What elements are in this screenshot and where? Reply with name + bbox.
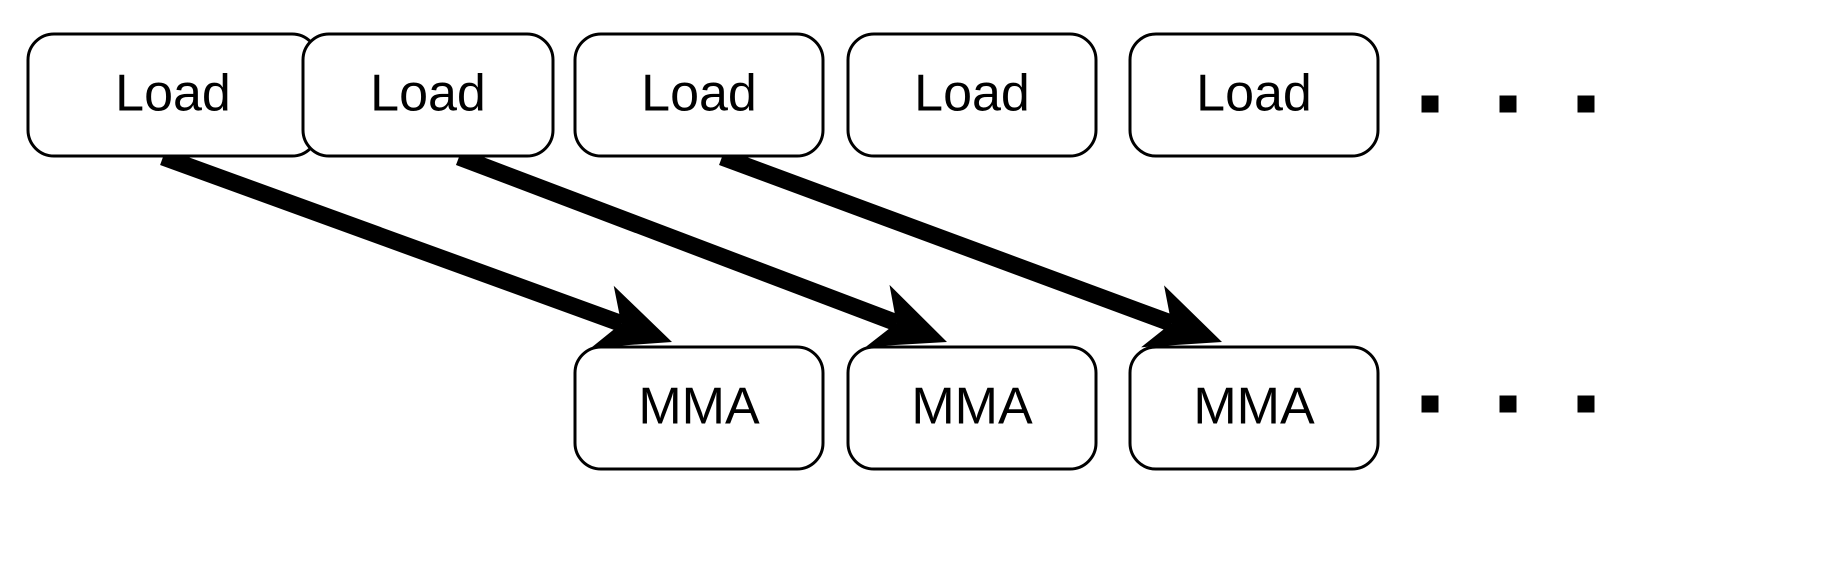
node-box xyxy=(846,32,1098,158)
arrowhead-icon xyxy=(866,284,947,347)
node-mma-2[interactable]: MMA xyxy=(846,345,1098,471)
ellipsis-dot xyxy=(1421,95,1439,113)
node-label: Load xyxy=(641,65,757,123)
node-load-4[interactable]: Load xyxy=(846,32,1098,158)
node-mma-1[interactable]: MMA xyxy=(573,345,825,471)
edge-load-2-to-mma-2 xyxy=(455,149,947,347)
ellipsis-dot xyxy=(1577,95,1595,113)
node-load-1[interactable]: Load xyxy=(26,32,320,158)
edge-shaft xyxy=(160,149,625,332)
ellipsis-layer xyxy=(1421,95,1595,413)
node-label: Load xyxy=(115,65,231,123)
edge-load-1-to-mma-1 xyxy=(160,149,672,348)
ellipsis-load-row xyxy=(1421,95,1595,113)
node-label: MMA xyxy=(1193,378,1315,436)
node-box xyxy=(1128,32,1380,158)
edges-layer xyxy=(160,149,1222,348)
node-label: MMA xyxy=(911,378,1033,436)
node-box xyxy=(1128,345,1380,471)
node-mma-3[interactable]: MMA xyxy=(1128,345,1380,471)
node-label: Load xyxy=(1196,65,1312,123)
ellipsis-dot xyxy=(1499,95,1517,113)
node-box xyxy=(846,345,1098,471)
edge-shaft xyxy=(719,149,1175,332)
node-label: Load xyxy=(370,65,486,123)
edge-shaft xyxy=(455,149,900,331)
arrowhead-icon xyxy=(1141,285,1222,348)
ellipsis-dot xyxy=(1499,395,1517,413)
node-load-2[interactable]: Load xyxy=(301,32,555,158)
ellipsis-dot xyxy=(1577,395,1595,413)
node-box xyxy=(301,32,555,158)
node-box xyxy=(573,32,825,158)
ellipsis-dot xyxy=(1421,395,1439,413)
node-load-5[interactable]: Load xyxy=(1128,32,1380,158)
edge-load-3-to-mma-3 xyxy=(719,149,1222,348)
node-load-3[interactable]: Load xyxy=(573,32,825,158)
node-label: MMA xyxy=(638,378,760,436)
ellipsis-mma-row xyxy=(1421,395,1595,413)
arrowhead-icon xyxy=(591,285,672,348)
node-box xyxy=(573,345,825,471)
node-label: Load xyxy=(914,65,1030,123)
